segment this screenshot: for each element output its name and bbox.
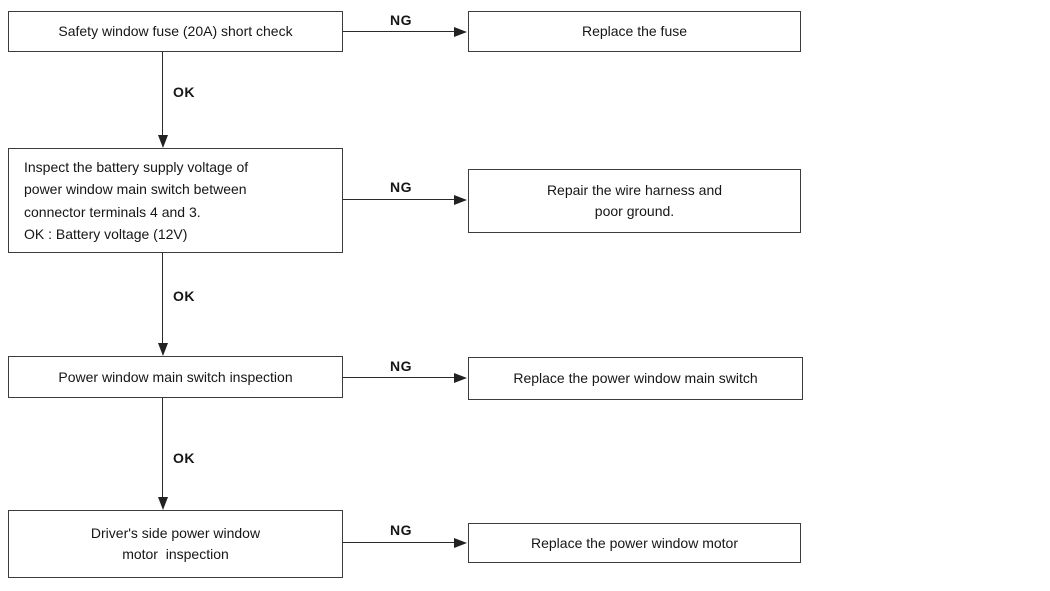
- ok-label: OK: [173, 84, 195, 100]
- step-text: Safety window fuse (20A) short check: [58, 23, 293, 39]
- down-arrowhead-icon: [158, 135, 168, 148]
- right-arrowhead-icon: [454, 27, 467, 37]
- ok-arrow-line: [162, 52, 163, 137]
- step-text: Power window main switch inspection: [58, 368, 293, 385]
- action-box-replace-motor: Replace the power window motor: [468, 523, 801, 563]
- ok-label: OK: [173, 450, 195, 466]
- action-text: Replace the power window motor: [531, 534, 738, 551]
- action-box-replace-fuse: Replace the fuse: [468, 11, 801, 52]
- step-text: Driver's side power window motor inspect…: [90, 525, 261, 562]
- action-text: Replace the power window main switch: [513, 370, 758, 386]
- ok-arrow-line: [162, 253, 163, 344]
- ok-arrow-line: [162, 398, 163, 498]
- ng-arrow-line: [343, 31, 455, 32]
- ng-arrow-line: [343, 377, 455, 378]
- down-arrowhead-icon: [158, 343, 168, 356]
- action-text: Repair the wire harness and poor ground.: [546, 182, 723, 219]
- ng-label: NG: [390, 358, 412, 374]
- action-box-repair-harness: Repair the wire harness and poor ground.: [468, 169, 801, 233]
- step-box-battery-voltage-inspect: Inspect the battery supply voltage of po…: [8, 148, 343, 253]
- right-arrowhead-icon: [454, 373, 467, 383]
- right-arrowhead-icon: [454, 195, 467, 205]
- step-text: Inspect the battery supply voltage of po…: [24, 158, 249, 243]
- ng-label: NG: [390, 12, 412, 28]
- action-text: Replace the fuse: [581, 23, 688, 39]
- ok-label: OK: [173, 288, 195, 304]
- step-box-main-switch-inspection: Power window main switch inspection: [8, 356, 343, 398]
- ng-label: NG: [390, 522, 412, 538]
- action-box-replace-main-switch: Replace the power window main switch: [468, 357, 803, 400]
- step-box-motor-inspection: Driver's side power window motor inspect…: [8, 510, 343, 578]
- ng-label: NG: [390, 179, 412, 195]
- ng-arrow-line: [343, 199, 455, 200]
- right-arrowhead-icon: [454, 538, 467, 548]
- down-arrowhead-icon: [158, 497, 168, 510]
- ng-arrow-line: [343, 542, 455, 543]
- step-box-fuse-check: Safety window fuse (20A) short check: [8, 11, 343, 52]
